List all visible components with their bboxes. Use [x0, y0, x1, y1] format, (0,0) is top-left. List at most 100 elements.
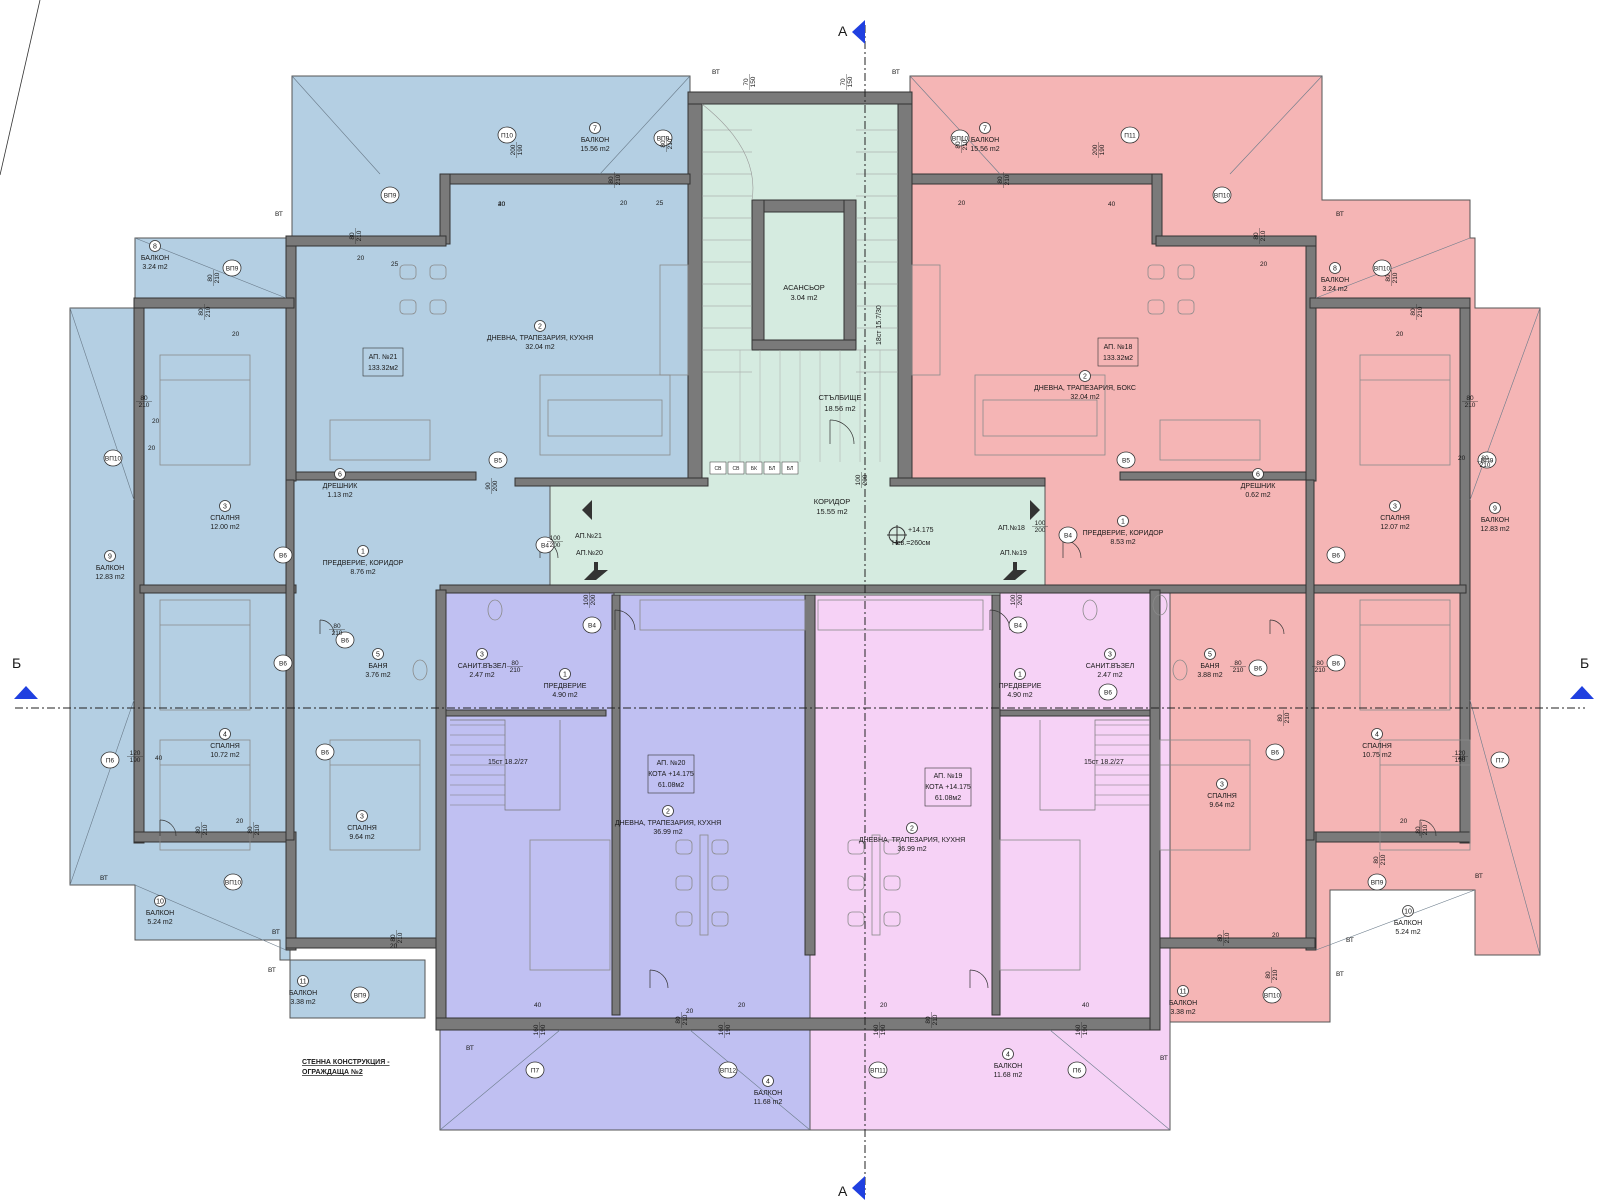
svg-text:210: 210: [254, 824, 261, 835]
room-name: БАЛКОН: [1321, 277, 1349, 284]
room-number-circle: [762, 1075, 774, 1087]
bt-marker-10: ВТ: [466, 1045, 474, 1052]
room-number-circle: [1002, 1048, 1014, 1060]
room-number: 9: [1493, 506, 1497, 513]
room-area: 2.47 m2: [1097, 672, 1122, 679]
entry-arrow-ap19: [1003, 562, 1027, 580]
svg-text:190: 190: [725, 1024, 732, 1035]
room-name: БАЛКОН: [289, 990, 317, 997]
room-name: БАЛКОН: [96, 565, 124, 572]
section-arrow-a-top: [852, 20, 865, 44]
level-height: Нсв.=260см: [892, 540, 930, 547]
dim-single-1: 40: [498, 201, 506, 208]
room-number-circle: [334, 468, 346, 480]
room-number: 9: [108, 554, 112, 561]
tag-p11-18: П11: [1120, 126, 1140, 144]
svg-text:ВП10: ВП10: [1214, 193, 1231, 200]
svg-text:210: 210: [1392, 272, 1399, 283]
structure-note-line2: ОГРАЖДАЩА №2: [302, 1068, 363, 1076]
room-area: 15.56 m2: [970, 146, 999, 153]
room-area: 3.88 m2: [1197, 672, 1222, 679]
tag-p7-31: П7: [525, 1061, 545, 1079]
section-arrow-a-bottom: [852, 1176, 865, 1200]
svg-text:В6: В6: [1254, 666, 1262, 673]
room-name: САНИТ.ВЪЗЕЛ: [1086, 663, 1135, 670]
tag-b6-7: В6: [273, 654, 293, 672]
tag-p10-0: П10: [497, 126, 517, 144]
svg-text:200: 200: [1035, 527, 1046, 534]
svg-text:80: 80: [608, 176, 615, 184]
room-area: 15.56 m2: [580, 146, 609, 153]
svg-text:210: 210: [356, 230, 363, 241]
svg-text:210: 210: [1422, 824, 1429, 835]
room-area: 8.53 m2: [1110, 539, 1135, 546]
svg-text:ВП10: ВП10: [225, 880, 242, 887]
svg-text:80: 80: [1373, 856, 1380, 864]
svg-text:80: 80: [1277, 714, 1284, 722]
room-number-circle: [1329, 262, 1341, 274]
svg-text:80: 80: [390, 934, 397, 942]
section-arrow-b-left: [14, 686, 38, 699]
room-area: 12.83 m2: [1480, 526, 1509, 533]
dim-single-11: 20: [390, 943, 398, 950]
svg-text:ВП10: ВП10: [105, 456, 122, 463]
svg-text:П7: П7: [1496, 758, 1505, 765]
tag-b4-22: В4: [1058, 526, 1078, 544]
room-name: СПАЛНЯ: [1207, 793, 1237, 800]
corridor-name: КОРИДОР: [814, 497, 850, 506]
section-axes: Б Б А А: [12, 20, 1594, 1200]
shaft-box: [709, 461, 727, 475]
stair-name: СТЪЛБИЩЕ: [819, 393, 862, 402]
room-area: 32.04 m2: [525, 344, 554, 351]
tag-vp9-3: ВП9: [222, 259, 242, 277]
svg-text:ВП10: ВП10: [1264, 993, 1281, 1000]
svg-text:210: 210: [667, 138, 674, 149]
svg-text:200: 200: [510, 144, 517, 155]
room-name: БАЛКОН: [971, 137, 999, 144]
svg-text:190: 190: [1455, 757, 1466, 764]
room-number: 6: [1256, 472, 1260, 479]
svg-text:В6: В6: [1104, 690, 1112, 697]
room-area: 5.24 m2: [1395, 929, 1420, 936]
svg-text:В5: В5: [1122, 458, 1130, 465]
dim-single-8: 20: [152, 418, 160, 425]
room-name: ПРЕДВЕРИЕ, КОРИДОР: [323, 560, 404, 567]
labels: АСАНСЬОР 3.04 m2 СТЪЛБИЩЕ 18.56 m2 18ст …: [95, 122, 1510, 1106]
dim-single-7: 20: [148, 445, 156, 452]
room-name: ДНЕВНА, ТРАПЕЗАРИЯ, КУХНЯ: [615, 820, 721, 827]
svg-text:П10: П10: [501, 133, 513, 140]
room-area: 32.04 m2: [1070, 394, 1099, 401]
room-name: БАЛКОН: [1481, 517, 1509, 524]
room-number: 2: [1083, 374, 1087, 381]
room-number-circle: [1389, 500, 1401, 512]
room-area: 36.99 m2: [897, 846, 926, 853]
apt18-area: 133.32м2: [1103, 355, 1133, 362]
svg-text:ВП10: ВП10: [952, 136, 969, 143]
stair-treads: [450, 103, 1150, 811]
roof-lines: [0, 0, 1541, 1131]
entry-arrows: [582, 500, 1040, 580]
apt19-stair: 15ст 18.2/27: [1084, 759, 1124, 766]
svg-text:В6: В6: [341, 638, 349, 645]
svg-text:210: 210: [1315, 667, 1326, 674]
room-area: 12.00 m2: [210, 524, 239, 531]
section-label-b-right: Б: [1580, 655, 1589, 671]
room-number: 2: [538, 324, 542, 331]
room-number: 4: [1375, 732, 1379, 739]
dim-single-23: 20: [1400, 818, 1408, 825]
